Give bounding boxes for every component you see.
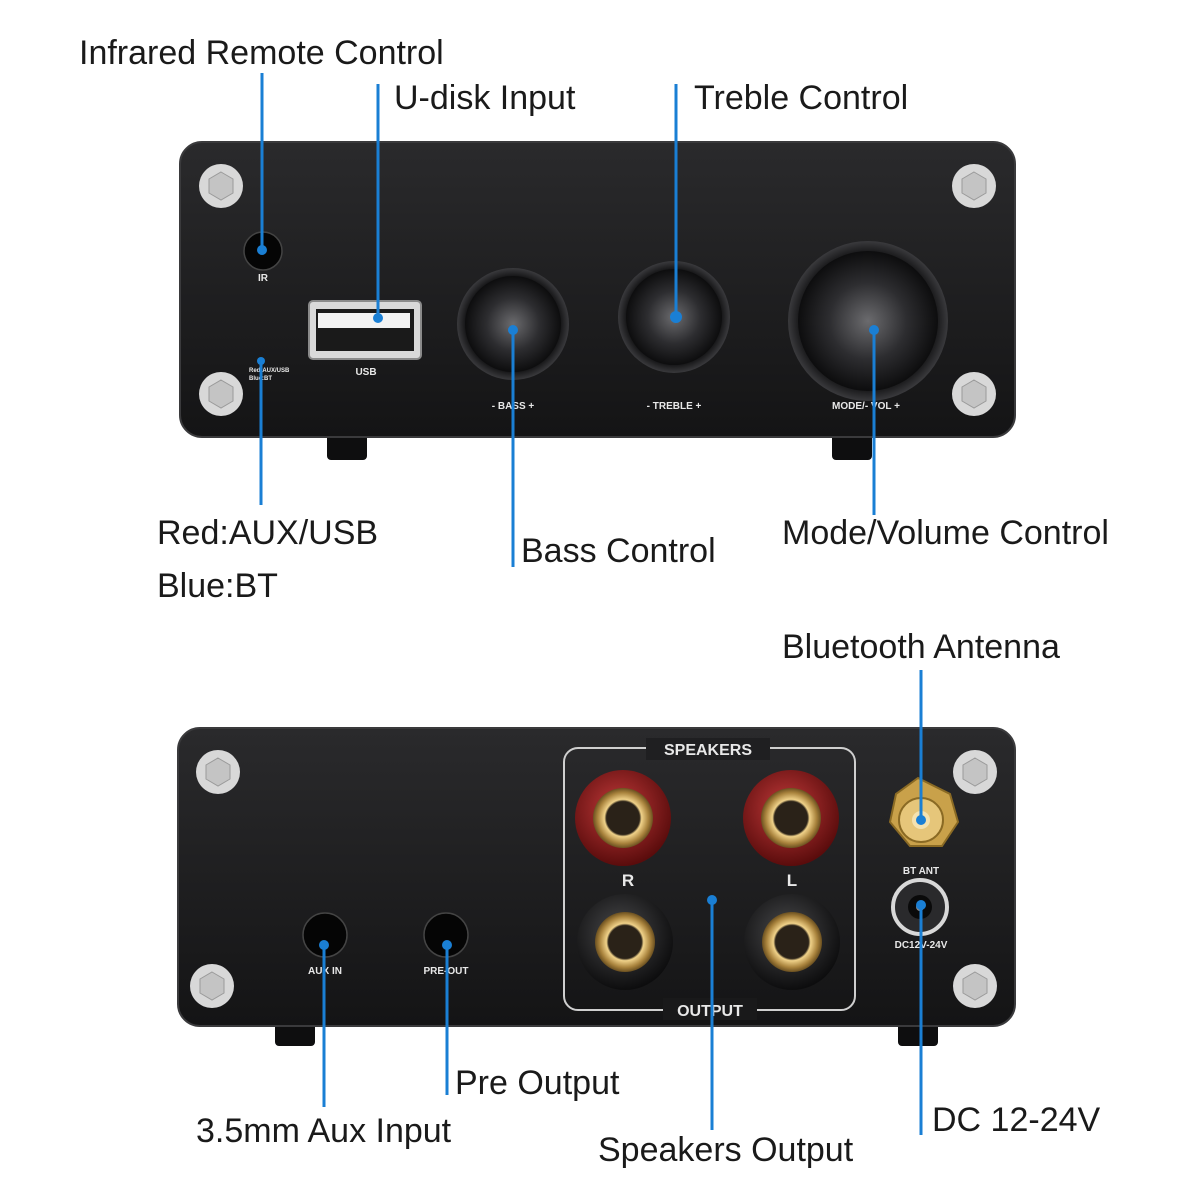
- callout-led-blue: Blue:BT: [157, 567, 278, 605]
- callout-infrared-remote: Infrared Remote Control: [79, 34, 444, 72]
- ir-label: IR: [258, 273, 269, 284]
- callout-dot-led: [257, 357, 265, 365]
- callout-bass-control: Bass Control: [521, 532, 716, 570]
- callout-bluetooth-antenna: Bluetooth Antenna: [782, 628, 1060, 666]
- callout-mode-volume-control: Mode/Volume Control: [782, 514, 1109, 552]
- left-channel-label: L: [787, 871, 797, 890]
- callout-dot-bluetooth: [916, 815, 926, 825]
- callout-dot-aux: [319, 940, 329, 950]
- speaker-post-left-positive[interactable]: [743, 770, 839, 866]
- callout-dot-speakers: [707, 895, 717, 905]
- callout-dot-dc: [916, 900, 926, 910]
- callout-u-disk-input: U-disk Input: [394, 79, 576, 117]
- callout-dot-u-disk: [373, 313, 383, 323]
- usb-port[interactable]: [308, 300, 422, 360]
- right-channel-label: R: [622, 871, 634, 890]
- screw-icon: [199, 164, 243, 208]
- callout-aux-input: 3.5mm Aux Input: [196, 1112, 452, 1150]
- screw-icon: [190, 964, 234, 1008]
- output-footer: OUTPUT: [677, 1003, 743, 1020]
- speaker-post-left-negative[interactable]: [744, 894, 840, 990]
- callout-lines: [257, 73, 926, 1135]
- bass-knob[interactable]: [457, 268, 569, 380]
- front-panel: IR USB Red:AUX/USB Blue:BT - BASS + - TR…: [179, 141, 1016, 460]
- screw-icon: [953, 750, 997, 794]
- screw-icon: [196, 750, 240, 794]
- usb-label: USB: [355, 367, 376, 378]
- speaker-post-right-negative[interactable]: [577, 894, 673, 990]
- screw-icon: [952, 372, 996, 416]
- callout-treble-control: Treble Control: [694, 79, 909, 117]
- led-label-line1: Red:AUX/USB: [249, 368, 290, 374]
- callout-dot-treble: [670, 311, 682, 323]
- rear-panel-body: [177, 727, 1016, 1027]
- bt-antenna-connector[interactable]: [888, 776, 960, 847]
- callout-pre-output: Pre Output: [455, 1064, 620, 1102]
- screw-icon: [952, 164, 996, 208]
- treble-label: - TREBLE +: [647, 401, 702, 412]
- callout-dot-bass: [508, 325, 518, 335]
- volume-label: MODE/- VOL +: [832, 401, 900, 412]
- screw-icon: [199, 372, 243, 416]
- volume-knob[interactable]: [788, 241, 948, 401]
- callout-dc-power: DC 12-24V: [932, 1101, 1101, 1139]
- screw-icon: [953, 964, 997, 1008]
- callout-dot-infrared: [257, 245, 267, 255]
- rear-panel: SPEAKERS OUTPUT R L BT ANT: [177, 727, 1016, 1046]
- callout-led-red: Red:AUX/USB: [157, 514, 379, 552]
- callout-speakers-output: Speakers Output: [598, 1131, 854, 1169]
- bt-ant-label: BT ANT: [903, 866, 939, 877]
- speakers-header: SPEAKERS: [664, 742, 752, 759]
- callout-dot-mode-volume: [869, 325, 879, 335]
- callout-dot-pre-out: [442, 940, 452, 950]
- speaker-post-right-positive[interactable]: [575, 770, 671, 866]
